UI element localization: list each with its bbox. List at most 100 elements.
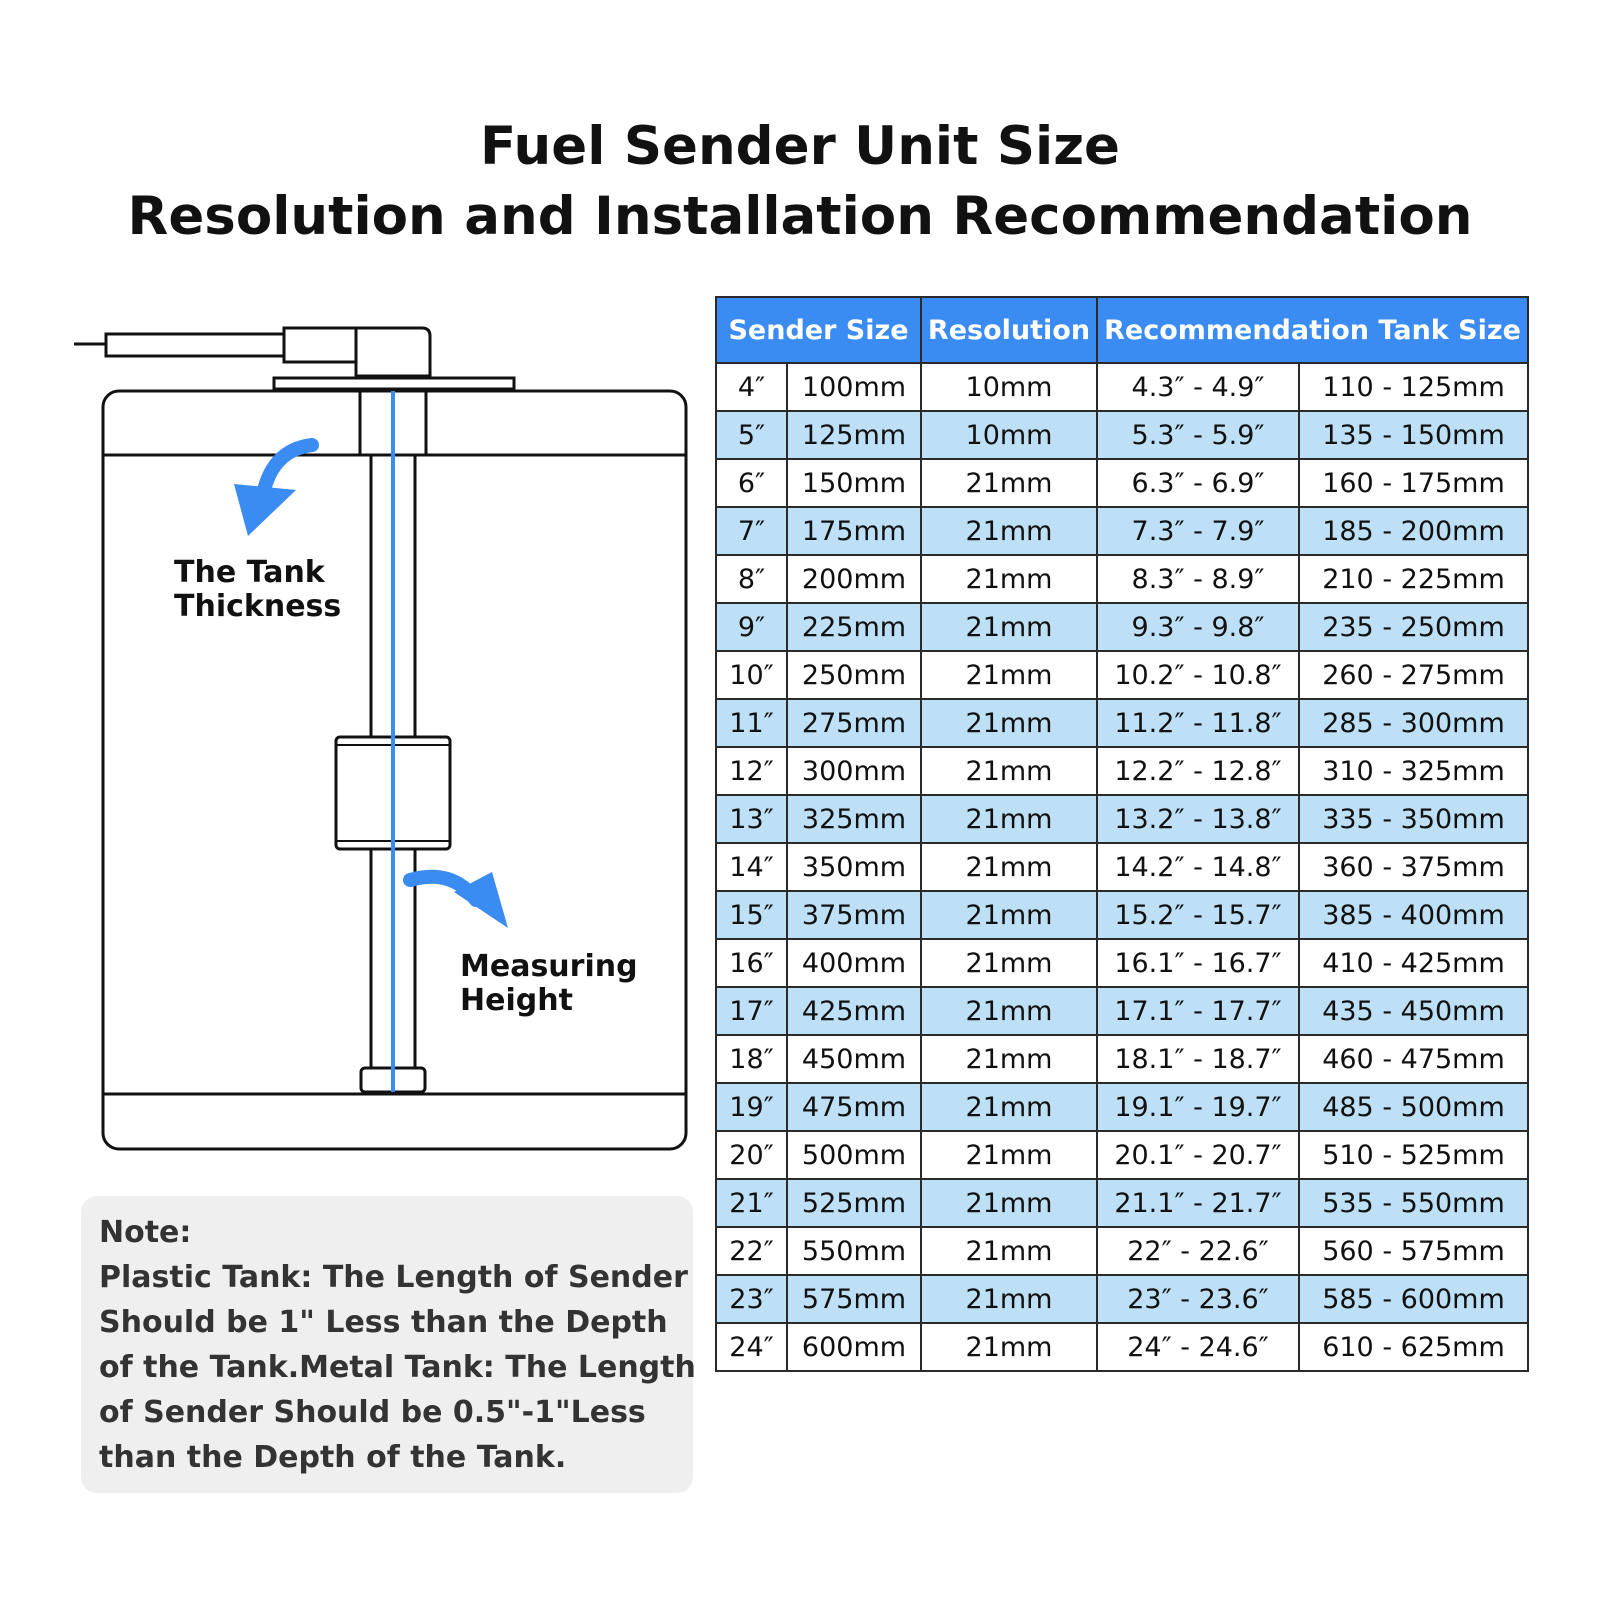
- sender-size-inch-cell: 21″: [715, 1178, 788, 1228]
- note-line: Should be 1" Less than the Depth: [99, 1305, 668, 1340]
- tank-size-inch-cell: 13.2″ - 13.8″: [1096, 794, 1300, 844]
- sender-size-mm-cell: 600mm: [786, 1322, 922, 1372]
- resolution-cell: 21mm: [920, 1274, 1098, 1324]
- tank-size-mm-cell: 260 - 275mm: [1298, 650, 1529, 700]
- tank-size-inch-cell: 11.2″ - 11.8″: [1096, 698, 1300, 748]
- resolution-cell: 21mm: [920, 602, 1098, 652]
- tank-size-mm-cell: 360 - 375mm: [1298, 842, 1529, 892]
- fuel-sender-diagram: [74, 326, 688, 1151]
- tank-size-mm-cell: 310 - 325mm: [1298, 746, 1529, 796]
- sender-size-mm-cell: 250mm: [786, 650, 922, 700]
- sender-size-mm-cell: 425mm: [786, 986, 922, 1036]
- sender-size-mm-cell: 550mm: [786, 1226, 922, 1276]
- tank-size-inch-cell: 9.3″ - 9.8″: [1096, 602, 1300, 652]
- tank-size-mm-cell: 285 - 300mm: [1298, 698, 1529, 748]
- header-recommendation-tank-size: Recommendation Tank Size: [1096, 296, 1529, 364]
- tank-thickness-label-line2: Thickness: [174, 589, 342, 624]
- header-sender-size: Sender Size: [715, 296, 922, 364]
- sender-size-inch-cell: 4″: [715, 362, 788, 412]
- resolution-cell: 21mm: [920, 1034, 1098, 1084]
- note-line: of Sender Should be 0.5"-1"Less: [99, 1395, 646, 1430]
- tank-size-inch-cell: 5.3″ - 5.9″: [1096, 410, 1300, 460]
- resolution-cell: 21mm: [920, 938, 1098, 988]
- note-line: Plastic Tank: The Length of Sender: [99, 1260, 688, 1295]
- sender-size-inch-cell: 22″: [715, 1226, 788, 1276]
- page-title: Fuel Sender Unit Size Resolution and Ins…: [0, 112, 1600, 252]
- tank-size-mm-cell: 510 - 525mm: [1298, 1130, 1529, 1180]
- sender-size-mm-cell: 150mm: [786, 458, 922, 508]
- tank-thickness-label-line1: The Tank: [174, 555, 325, 590]
- sender-size-mm-cell: 275mm: [786, 698, 922, 748]
- resolution-cell: 21mm: [920, 698, 1098, 748]
- connector-elbow: [354, 326, 432, 378]
- sender-size-inch-cell: 18″: [715, 1034, 788, 1084]
- sender-size-mm-cell: 375mm: [786, 890, 922, 940]
- tank-size-inch-cell: 17.1″ - 17.7″: [1096, 986, 1300, 1036]
- tank-thickness-arrow-head: [234, 484, 296, 536]
- tank-size-inch-cell: 16.1″ - 16.7″: [1096, 938, 1300, 988]
- tank-size-mm-cell: 160 - 175mm: [1298, 458, 1529, 508]
- measuring-height-label: Measuring Height: [460, 950, 638, 1018]
- sender-size-mm-cell: 450mm: [786, 1034, 922, 1084]
- header-resolution: Resolution: [920, 296, 1098, 364]
- note-line: than the Depth of the Tank.: [99, 1440, 567, 1475]
- resolution-cell: 21mm: [920, 1130, 1098, 1180]
- sender-size-mm-cell: 525mm: [786, 1178, 922, 1228]
- measuring-height-label-line1: Measuring: [460, 949, 638, 984]
- resolution-cell: 21mm: [920, 1082, 1098, 1132]
- mounting-flange: [272, 376, 516, 391]
- tank-size-mm-cell: 110 - 125mm: [1298, 362, 1529, 412]
- sender-size-mm-cell: 225mm: [786, 602, 922, 652]
- tank-size-inch-cell: 19.1″ - 19.7″: [1096, 1082, 1300, 1132]
- tank-size-inch-cell: 7.3″ - 7.9″: [1096, 506, 1300, 556]
- tank-size-inch-cell: 6.3″ - 6.9″: [1096, 458, 1300, 508]
- resolution-cell: 21mm: [920, 1226, 1098, 1276]
- sender-size-inch-cell: 12″: [715, 746, 788, 796]
- tank-size-mm-cell: 235 - 250mm: [1298, 602, 1529, 652]
- tank-size-inch-cell: 8.3″ - 8.9″: [1096, 554, 1300, 604]
- tank-size-inch-cell: 21.1″ - 21.7″: [1096, 1178, 1300, 1228]
- measuring-height-arrow-head: [454, 872, 508, 928]
- tank-size-inch-cell: 15.2″ - 15.7″: [1096, 890, 1300, 940]
- tank-size-mm-cell: 535 - 550mm: [1298, 1178, 1529, 1228]
- tank-size-inch-cell: 12.2″ - 12.8″: [1096, 746, 1300, 796]
- sender-size-mm-cell: 575mm: [786, 1274, 922, 1324]
- sender-size-mm-cell: 400mm: [786, 938, 922, 988]
- sender-size-mm-cell: 500mm: [786, 1130, 922, 1180]
- tank-size-mm-cell: 410 - 425mm: [1298, 938, 1529, 988]
- note-heading: Note:: [99, 1215, 192, 1250]
- sender-size-inch-cell: 15″: [715, 890, 788, 940]
- sender-size-inch-cell: 20″: [715, 1130, 788, 1180]
- note-line: of the Tank.Metal Tank: The Length: [99, 1350, 696, 1385]
- tank-size-mm-cell: 560 - 575mm: [1298, 1226, 1529, 1276]
- tank-size-mm-cell: 135 - 150mm: [1298, 410, 1529, 460]
- tank-size-mm-cell: 585 - 600mm: [1298, 1274, 1529, 1324]
- sender-size-inch-cell: 17″: [715, 986, 788, 1036]
- sender-size-inch-cell: 6″: [715, 458, 788, 508]
- tank-size-mm-cell: 435 - 450mm: [1298, 986, 1529, 1036]
- sender-size-inch-cell: 8″: [715, 554, 788, 604]
- sender-size-inch-cell: 14″: [715, 842, 788, 892]
- sender-size-inch-cell: 13″: [715, 794, 788, 844]
- resolution-cell: 21mm: [920, 890, 1098, 940]
- cable-sleeve: [104, 332, 288, 358]
- tank-size-inch-cell: 22″ - 22.6″: [1096, 1226, 1300, 1276]
- tank-size-inch-cell: 24″ - 24.6″: [1096, 1322, 1300, 1372]
- resolution-cell: 21mm: [920, 506, 1098, 556]
- sender-size-inch-cell: 16″: [715, 938, 788, 988]
- tank-size-inch-cell: 18.1″ - 18.7″: [1096, 1034, 1300, 1084]
- sender-size-mm-cell: 125mm: [786, 410, 922, 460]
- sender-size-inch-cell: 5″: [715, 410, 788, 460]
